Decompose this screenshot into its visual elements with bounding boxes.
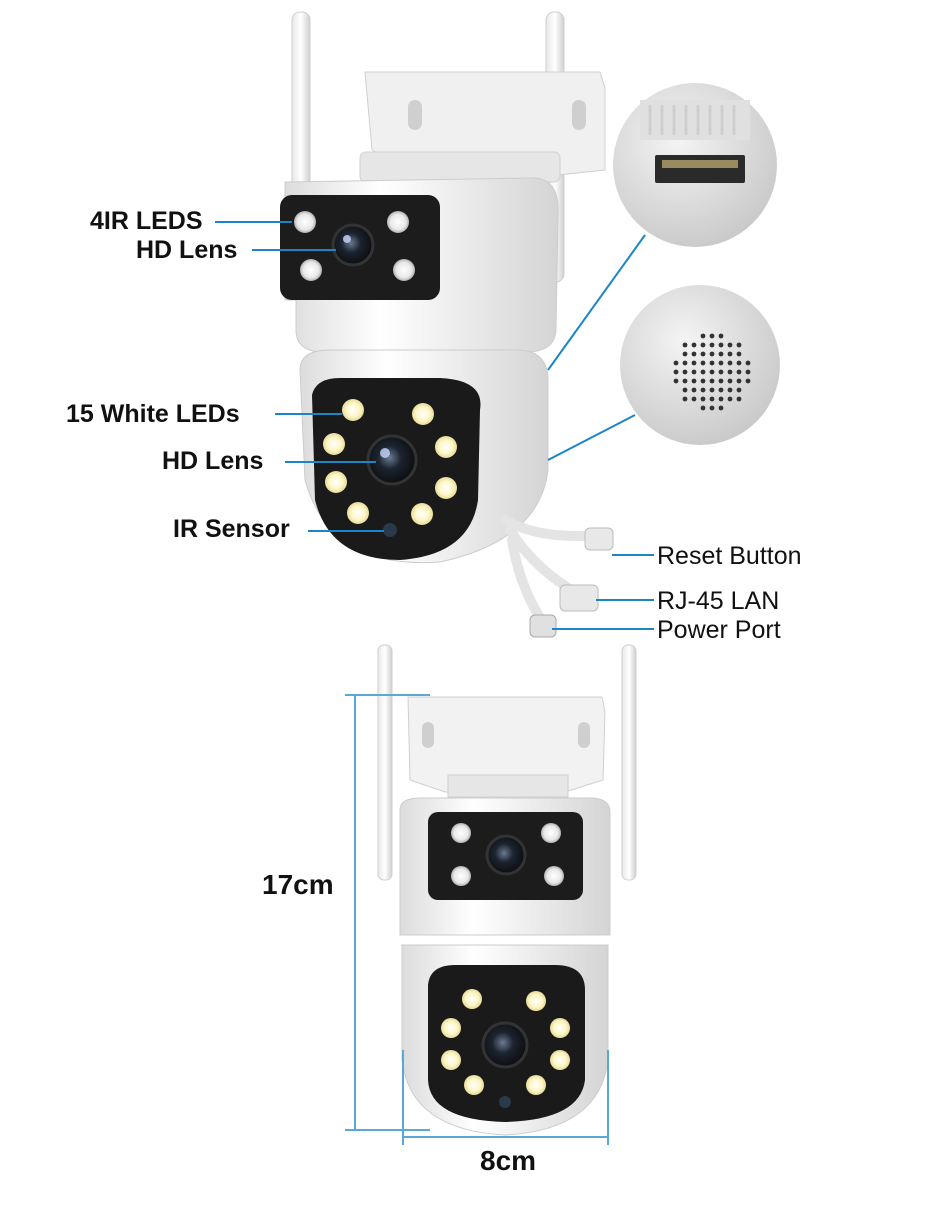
leader-lines — [215, 221, 654, 630]
label-ir-sensor: IR Sensor — [173, 515, 290, 543]
white-led-5 — [325, 471, 347, 493]
top-hd-lens — [331, 223, 375, 267]
speaker-closeup — [547, 285, 780, 461]
label-hd-lens-top: HD Lens — [136, 236, 238, 264]
white-led-1 — [342, 399, 364, 421]
antenna-left-2 — [377, 644, 393, 881]
label-rj45-lan: RJ-45 LAN — [657, 587, 780, 615]
dimension-width: 8cm — [480, 1145, 537, 1176]
antenna-right-2 — [621, 644, 637, 881]
power-connector — [529, 614, 557, 638]
dimension-height: 17cm — [262, 869, 334, 900]
label-reset-button: Reset Button — [657, 542, 802, 570]
dimension-lines — [345, 694, 609, 1145]
rj45-port-icon — [655, 155, 745, 183]
white-led-8 — [411, 503, 433, 525]
white-led-7 — [347, 502, 369, 524]
white-led-4 — [435, 436, 457, 458]
speaker-grille-icon — [673, 333, 751, 411]
label-white-leds: 15 White LEDs — [66, 400, 240, 428]
rj45-connector — [559, 584, 599, 612]
ir-sensor-dot — [383, 523, 397, 537]
reset-connector — [584, 527, 614, 551]
top-ir-led-1 — [294, 211, 316, 233]
bottom-hd-lens — [366, 434, 418, 486]
white-led-3 — [323, 433, 345, 455]
top-ir-led-2 — [387, 211, 409, 233]
mount-bracket-2 — [407, 696, 606, 793]
label-power-port: Power Port — [657, 616, 781, 644]
label-hd-lens-bottom: HD Lens — [162, 447, 264, 475]
white-led-6 — [435, 477, 457, 499]
antenna-left — [291, 11, 311, 203]
top-ir-led-4 — [393, 259, 415, 281]
top-ir-led-3 — [300, 259, 322, 281]
network-port-closeup — [547, 83, 777, 371]
white-led-2 — [412, 403, 434, 425]
bottom-camera — [377, 644, 637, 1136]
label-ir-leds: 4IR LEDS — [90, 207, 203, 235]
top-camera — [280, 11, 614, 638]
